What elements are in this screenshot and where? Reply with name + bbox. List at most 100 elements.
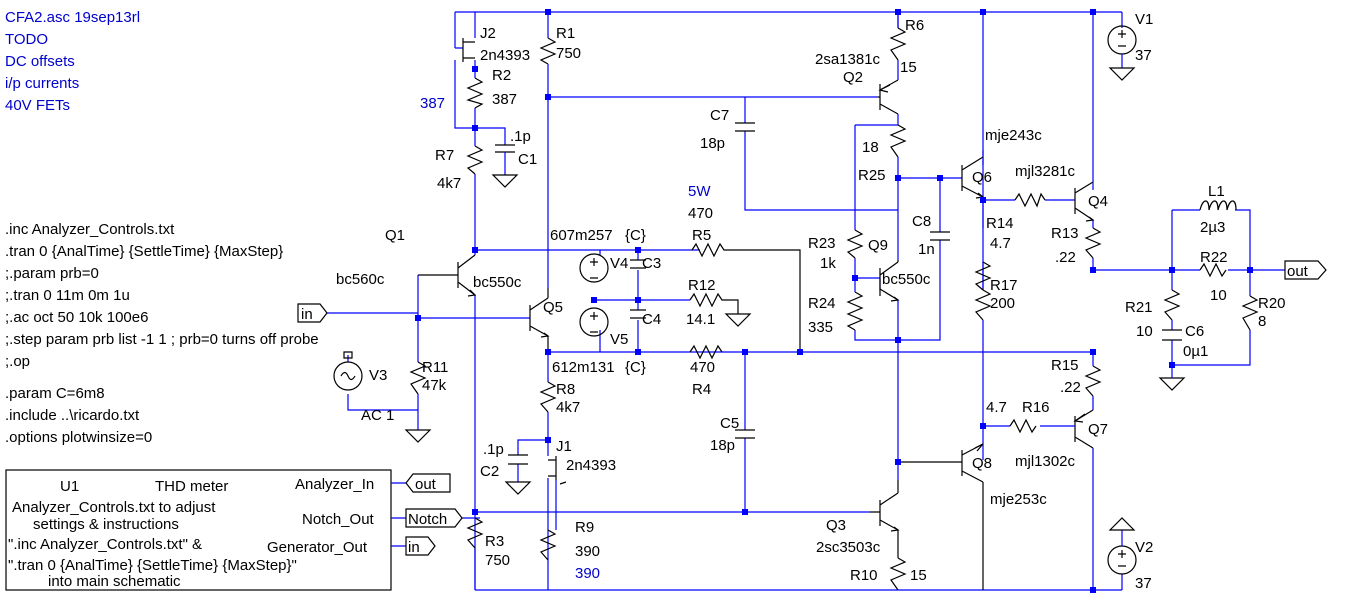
header-line: 40V FETs [5,97,70,114]
value-q5: bc550c [473,274,522,291]
value-r22: 10 [1210,287,1227,304]
label-j2: J2 [480,25,496,42]
net-flag-out[interactable]: out [405,473,451,493]
net-flag-in[interactable]: in [405,536,436,556]
label-q5: Q5 [543,299,563,316]
label-q7: Q7 [1088,421,1108,438]
value-r23: 1k [820,255,836,272]
value-r3: 750 [485,552,510,569]
label-c6: C6 [1185,323,1204,340]
label-r20: R20 [1258,295,1286,312]
label-r4: R4 [692,381,711,398]
annotation-612m131: 612m131 [552,359,615,376]
label-r1: R1 [556,25,575,42]
pin-generator-out: Generator_Out [267,539,368,556]
label-r11: R11 [422,359,448,376]
label-c5: C5 [720,415,739,432]
label-r23: R23 [808,235,836,252]
label-r6: R6 [905,17,924,34]
directive: ;.ac oct 50 10k 100e6 [5,309,148,326]
label-r25: R25 [858,167,886,184]
directive: .inc Analyzer_Controls.txt [5,221,175,238]
label-r9: R9 [575,519,594,536]
value-r4: 470 [690,359,715,376]
component-labels: J2 2n4393 R1 750 R2 387 387 .1p C1 R7 4k… [336,11,1286,592]
value-v2: 37 [1135,575,1152,592]
annotation-387: 387 [420,95,445,112]
annotation-c-param: {C} [625,227,646,244]
svg-text:in: in [408,539,420,556]
label-c8: C8 [912,213,931,230]
value-r13: .22 [1055,249,1076,266]
label-r10: R10 [850,567,878,584]
u1-name: U1 [60,478,79,495]
label-v3: V3 [369,367,387,384]
annotation-c-param: {C} [625,359,646,376]
value-q7: mjl1302c [1015,453,1076,470]
header-line: TODO [5,31,48,48]
label-c1: C1 [518,151,537,168]
value-c1: .1p [510,128,531,145]
value-j1: 2n4393 [566,457,616,474]
net-flag-out[interactable]: out [1284,260,1327,280]
value-r17: 200 [990,295,1015,312]
value-r15: .22 [1060,379,1081,396]
value-c5: 18p [710,437,735,454]
header-line: i/p currents [5,75,79,92]
label-r13: R13 [1051,225,1079,242]
directive: .include ..\ricardo.txt [5,407,140,424]
label-q3: Q3 [826,517,846,534]
label-r17: R17 [990,277,1018,294]
value-r1: 750 [556,45,581,62]
value-r14: 4.7 [990,235,1011,252]
label-c7: C7 [710,107,729,124]
label-r24: R24 [808,295,836,312]
svg-text:out: out [415,476,437,493]
label-q8: Q8 [972,455,992,472]
label-q1: Q1 [385,227,405,244]
label-r7: R7 [435,147,454,164]
value-r11: 47k [422,377,447,394]
directive: ;.param prb=0 [5,265,99,282]
value-r21: 10 [1136,323,1153,340]
label-c2: C2 [480,463,499,480]
value-r6: 15 [900,59,917,76]
label-r14: R14 [986,215,1014,232]
label-r2: R2 [492,67,511,84]
directive: .param C=6m8 [5,385,105,402]
label-r21: R21 [1125,299,1153,316]
label-v5: V5 [610,331,628,348]
value-r8: 4k7 [556,399,580,416]
u1-text: ".tran 0 {AnalTime} {SettleTime} {MaxSte… [8,557,297,574]
label-q4: Q4 [1088,193,1108,210]
junction-dots [415,9,1253,593]
u1-title: THD meter [155,478,228,495]
header-line: DC offsets [5,53,75,70]
value-q3: 2sc3503c [816,539,881,556]
value-r9: 390 [575,543,600,560]
value-r25: 18 [862,139,879,156]
label-j1: J1 [556,438,572,455]
label-l1: L1 [1208,183,1225,200]
value-v1: 37 [1135,47,1152,64]
net-flag-notch[interactable]: Notch [405,508,463,528]
directive: ;.tran 0 11m 0m 1u [5,287,130,304]
label-q2: Q2 [843,69,863,86]
value-q9: bc550c [882,271,931,288]
value-r16: 4.7 [986,399,1007,416]
u1-text: Analyzer_Controls.txt to adjust [12,499,216,516]
label-v4: V4 [610,255,628,272]
label-r12: R12 [688,277,716,294]
value-j2: 2n4393 [480,47,530,64]
label-q6: Q6 [972,169,992,186]
u1-thd-meter-block[interactable]: U1 THD meter Analyzer_Controls.txt to ad… [5,469,392,591]
label-v2: V2 [1135,539,1153,556]
label-r22: R22 [1200,249,1228,266]
net-flag-in[interactable]: in [297,303,328,323]
svg-text:out: out [1287,263,1309,280]
directive: .options plotwinsize=0 [5,429,152,446]
label-c4: C4 [642,311,661,328]
u1-text: ".inc Analyzer_Controls.txt" & [8,536,202,553]
directive: ;.step param prb list -1 1 ; prb=0 turns… [5,331,319,348]
value-q8: mje253c [990,491,1047,508]
